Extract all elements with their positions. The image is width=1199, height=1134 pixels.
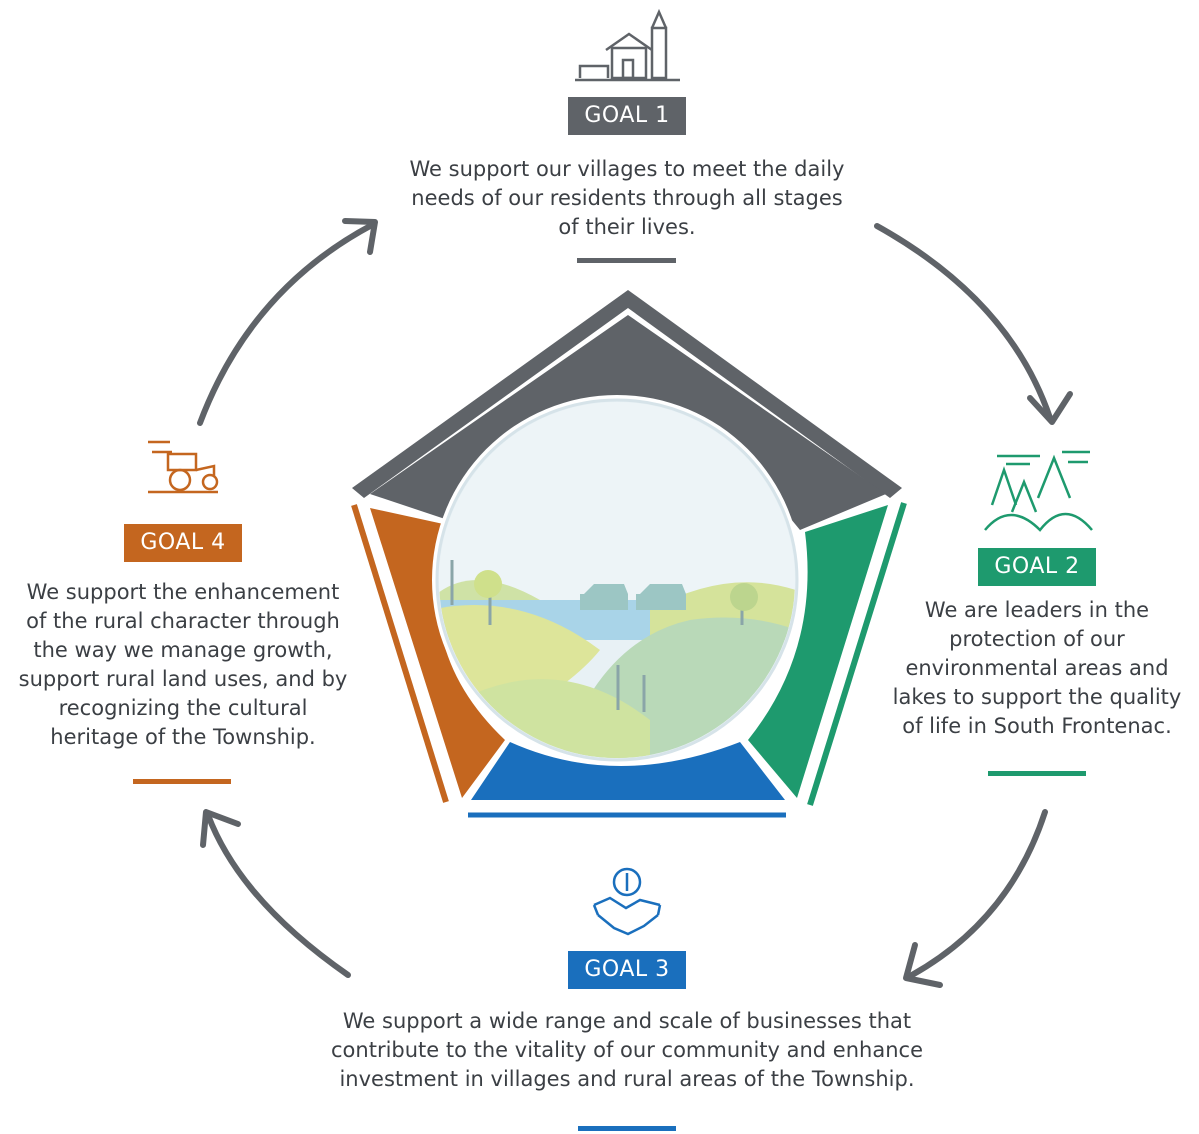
cycle-arrows: [197, 218, 1073, 988]
arrow-goal3-to-goal4: [205, 812, 351, 978]
goal3-text-line: contribute to the vitality of our commun…: [331, 1038, 923, 1062]
arrow-goal4-to-goal1-head: [342, 218, 378, 255]
goal3-text-line: We support a wide range and scale of bus…: [342, 1009, 912, 1033]
goal3-text-line: investment in villages and rural areas o…: [339, 1067, 915, 1091]
goal4-text-line: We support the enhancement: [26, 580, 340, 604]
goal2-description: We are leaders in the protection of our …: [876, 596, 1198, 741]
tractor-icon: [148, 440, 219, 494]
goal4-text-line: support rural land uses, and by: [18, 667, 348, 691]
pentagon-segment-goal4: [370, 508, 505, 798]
goal2-text-line: We are leaders in the: [924, 598, 1150, 622]
forest-trees-hills-icon: [984, 450, 1093, 532]
goal2-label: GOAL 2: [978, 548, 1096, 586]
goal3-label: GOAL 3: [568, 951, 686, 989]
goal1-text-line: of their lives.: [558, 215, 696, 239]
houses: [580, 584, 686, 610]
arrow-goal4-to-goal1: [197, 222, 375, 426]
goal2-text-line: environmental areas and: [905, 656, 1169, 680]
goal2-text-line: of life in South Frontenac.: [902, 714, 1172, 738]
arrow-goal2-to-goal3: [909, 809, 1048, 978]
arrow-goal3-to-goal4-head: [200, 809, 241, 848]
goal2-text-line: protection of our: [949, 627, 1125, 651]
goal4-block: GOAL 4 We support the enhancement of the…: [0, 524, 366, 752]
arrow-goal1-to-goal2: [874, 223, 1053, 421]
tree-canopy-1: [474, 570, 502, 598]
goal4-underline: [133, 779, 231, 784]
arrow-goal2-to-goal3-head: [903, 942, 943, 988]
goal4-description: We support the enhancement of the rural …: [0, 578, 366, 752]
goal1-block: GOAL 1 We support our villages to meet t…: [370, 97, 884, 242]
goal2-block: GOAL 2 We are leaders in the protection …: [876, 548, 1198, 741]
goal1-underline: [577, 258, 676, 263]
goal3-underline: [578, 1126, 676, 1131]
goal3-block: GOAL 3 We support a wide range and scale…: [270, 951, 984, 1094]
pentagon-segment-goal3: [471, 742, 785, 800]
goal2-text-line: lakes to support the quality: [892, 685, 1182, 709]
goal2-underline: [988, 771, 1086, 776]
tree-canopy-2: [730, 583, 758, 611]
village-house-church-icon: [575, 8, 680, 82]
goal1-description: We support our villages to meet the dail…: [370, 155, 884, 242]
goal4-text-line: of the rural character through: [26, 609, 340, 633]
goal4-label: GOAL 4: [124, 524, 242, 562]
goal1-label: GOAL 1: [568, 97, 686, 135]
goal3-description: We support a wide range and scale of bus…: [270, 1007, 984, 1094]
goal1-text-line: needs of our residents through all stage…: [411, 186, 843, 210]
pentagon-edge-right: [807, 502, 907, 806]
handshake-dollar-icon: [592, 867, 662, 936]
arrow-goal1-to-goal2-head: [1027, 391, 1073, 425]
goal4-text-line: heritage of the Township.: [50, 725, 316, 749]
goal4-text-line: the way we manage growth,: [33, 638, 333, 662]
pentagon-segment-goal2: [748, 505, 888, 798]
pentagon-edge-left: [351, 504, 449, 803]
goal1-text-line: We support our villages to meet the dail…: [409, 157, 845, 181]
goal4-text-line: recognizing the cultural: [58, 696, 308, 720]
